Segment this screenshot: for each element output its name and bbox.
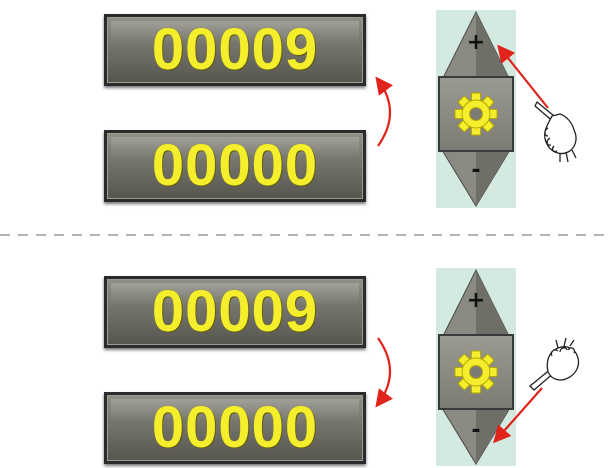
minus-key-shade [476,150,510,206]
curved-arrow-icon [375,76,393,147]
counter-value: 00000 [151,395,319,460]
counter-value: 00000 [151,133,319,198]
counter-value: 00009 [151,17,319,82]
counter-display-before: 00009 [104,276,366,348]
curved-arrow-icon [375,337,393,408]
minus-sign: - [471,418,481,443]
pointer-arrow [493,387,543,444]
counter-display-after: 00000 [104,392,366,464]
counter-display-after: 00000 [104,130,366,202]
keypad-panel-bottom: + - [436,268,516,466]
settings-button[interactable] [438,76,514,152]
gear-icon [454,350,498,394]
pointer-arrow [497,44,549,109]
keypad-panel-top: + - [436,10,516,208]
keypad-shape [441,268,511,465]
minus-key-shade [476,408,510,464]
pointing-hand-icon [534,101,577,163]
plus-sign: + [466,30,486,55]
counter-value: 00009 [151,279,319,344]
plus-sign: + [466,288,486,313]
gear-icon [454,92,498,136]
pointing-hand-icon [529,337,580,391]
settings-button[interactable] [438,334,514,410]
minus-sign: - [471,158,481,183]
plus-key-shade [476,270,510,338]
counter-display-before: 00009 [104,14,366,86]
